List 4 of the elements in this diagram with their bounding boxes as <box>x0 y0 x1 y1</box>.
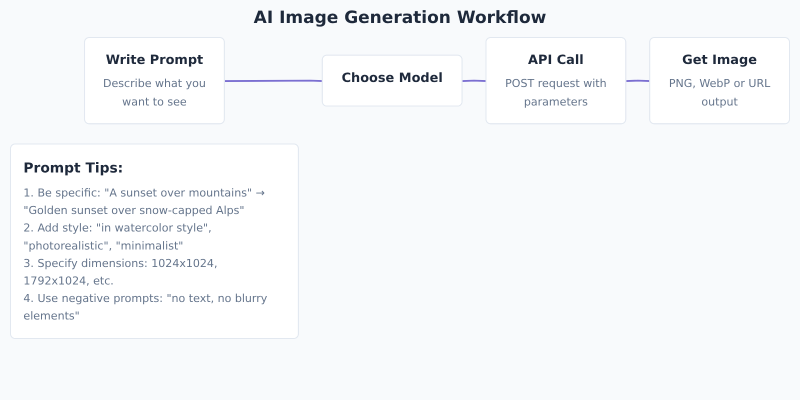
connector <box>626 80 650 82</box>
connector <box>224 80 323 82</box>
connector <box>462 80 486 82</box>
diagram-title: AI Image Generation Workflow <box>254 8 546 28</box>
